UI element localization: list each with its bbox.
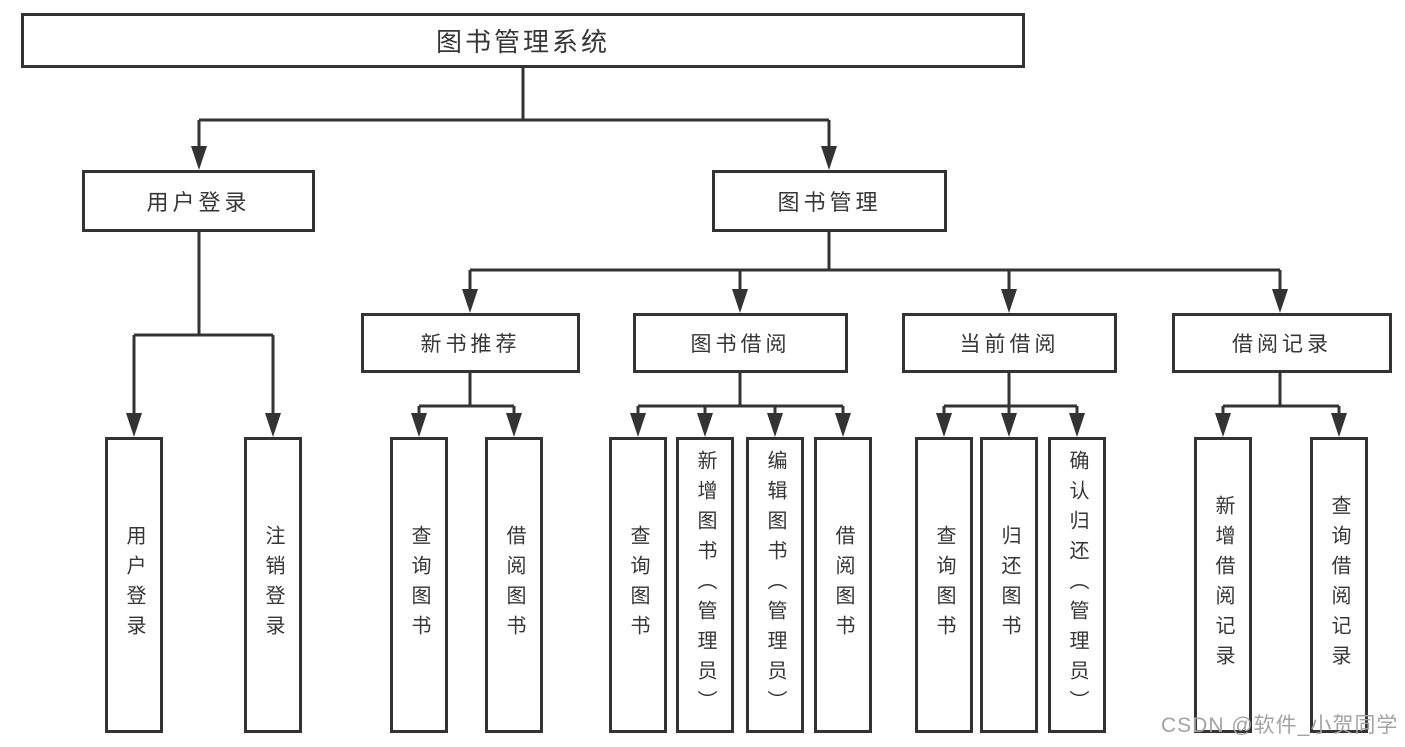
node-new-book-recommend-label: 新书推荐: [420, 333, 521, 356]
leaf-logout-label: 注销登录: [262, 525, 284, 645]
leaf-borrow-books-borrow-label: 借阅图书: [832, 525, 854, 645]
leaf-query-books-rec: 查询图书: [390, 437, 448, 733]
leaf-borrow-books-rec: 借阅图书: [485, 437, 543, 733]
leaf-user-login: 用户登录: [105, 437, 163, 733]
leaf-query-books-borrow: 查询图书: [609, 437, 667, 733]
node-book-borrow: 图书借阅: [633, 313, 848, 373]
leaf-confirm-return-admin: 确认归还（管理员）: [1048, 437, 1106, 733]
leaf-add-books-admin-label: 新增图书（管理员）: [694, 450, 716, 720]
node-book-management: 图书管理: [712, 170, 947, 232]
leaf-query-borrow-record: 查询借阅记录: [1310, 437, 1368, 733]
leaf-borrow-books-rec-label: 借阅图书: [503, 525, 525, 645]
node-current-borrow: 当前借阅: [902, 313, 1117, 373]
leaf-add-borrow-record-label: 新增借阅记录: [1212, 495, 1234, 675]
leaf-edit-books-admin: 编辑图书（管理员）: [746, 437, 804, 733]
leaf-query-books-current-label: 查询图书: [933, 525, 955, 645]
node-borrow-records: 借阅记录: [1172, 313, 1392, 373]
leaf-return-books: 归还图书: [980, 437, 1038, 733]
node-root-label: 图书管理系统: [435, 27, 610, 57]
arrowheads: [126, 146, 1347, 437]
csdn-watermark: CSDN @软件_小贺同学: [1161, 714, 1399, 737]
node-root: 图书管理系统: [21, 13, 1025, 68]
node-user-login: 用户登录: [82, 170, 315, 232]
node-book-management-label: 图书管理: [777, 190, 882, 215]
leaf-query-books-current: 查询图书: [915, 437, 973, 733]
leaf-query-borrow-record-label: 查询借阅记录: [1328, 495, 1350, 675]
node-user-login-label: 用户登录: [146, 190, 251, 215]
leaf-add-books-admin: 新增图书（管理员）: [676, 437, 734, 733]
node-new-book-recommend: 新书推荐: [361, 313, 580, 373]
node-borrow-records-label: 借阅记录: [1232, 333, 1332, 356]
node-book-borrow-label: 图书借阅: [690, 333, 791, 356]
leaf-user-login-label: 用户登录: [123, 525, 145, 645]
leaf-return-books-label: 归还图书: [998, 525, 1020, 645]
leaf-borrow-books-borrow: 借阅图书: [814, 437, 872, 733]
leaf-query-books-rec-label: 查询图书: [408, 525, 430, 645]
leaf-query-books-borrow-label: 查询图书: [627, 525, 649, 645]
leaf-edit-books-admin-label: 编辑图书（管理员）: [764, 450, 786, 720]
leaf-logout: 注销登录: [244, 437, 302, 733]
leaf-confirm-return-admin-label: 确认归还（管理员）: [1066, 450, 1088, 720]
node-current-borrow-label: 当前借阅: [959, 333, 1060, 356]
leaf-add-borrow-record: 新增借阅记录: [1194, 437, 1252, 733]
